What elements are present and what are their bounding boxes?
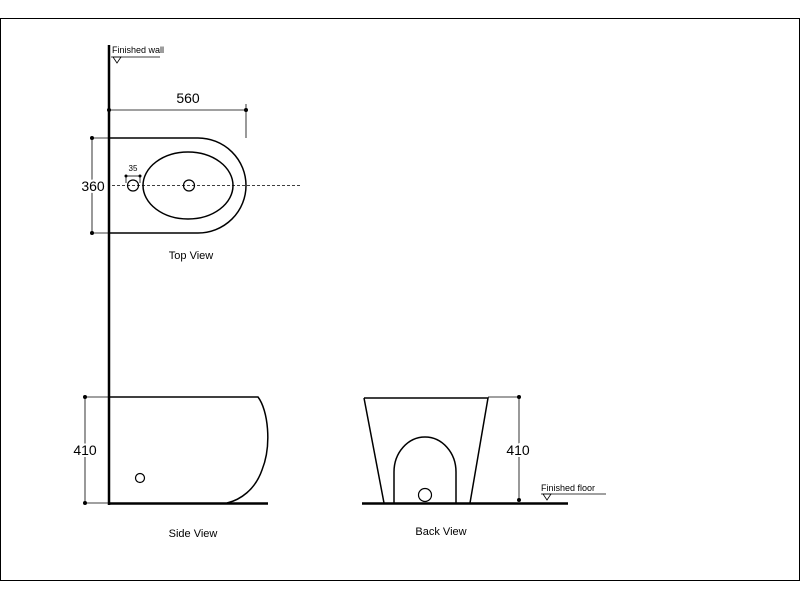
hole-offset-dimension: 35 [124, 164, 142, 183]
bidet-top-outline [109, 137, 247, 234]
side-height-dimension: 410 [71, 395, 109, 505]
bidet-side-outline [109, 396, 269, 504]
length-value: 560 [176, 90, 200, 106]
back-hole [417, 487, 433, 503]
top-view: 560 360 35 Top View [79, 90, 302, 262]
finished-wall-marker: Finished wall [111, 45, 164, 64]
hole-offset-value: 35 [129, 164, 138, 173]
side-view-label: Side View [169, 528, 218, 540]
finished-wall-label: Finished wall [112, 45, 164, 55]
finished-floor-marker: Finished floor [541, 483, 606, 501]
width-value: 360 [81, 178, 105, 194]
drain-hole-top [182, 179, 196, 192]
back-view: 410 Finished floor Back View [362, 395, 606, 538]
finished-floor-label: Finished floor [541, 483, 595, 493]
back-height-value: 410 [506, 442, 530, 458]
side-height-value: 410 [73, 442, 97, 458]
top-view-label: Top View [169, 250, 213, 262]
bidet-back-outline [363, 397, 489, 504]
back-arch [393, 436, 457, 503]
side-hole [134, 472, 146, 484]
back-height-dimension: 410 [488, 395, 532, 502]
drawing-frame [0, 18, 800, 581]
tap-hole-top [126, 179, 140, 192]
length-dimension: 560 [107, 90, 248, 138]
width-dimension: 360 [79, 136, 109, 235]
side-view: 410 Side View [71, 395, 269, 540]
back-view-label: Back View [415, 526, 466, 538]
